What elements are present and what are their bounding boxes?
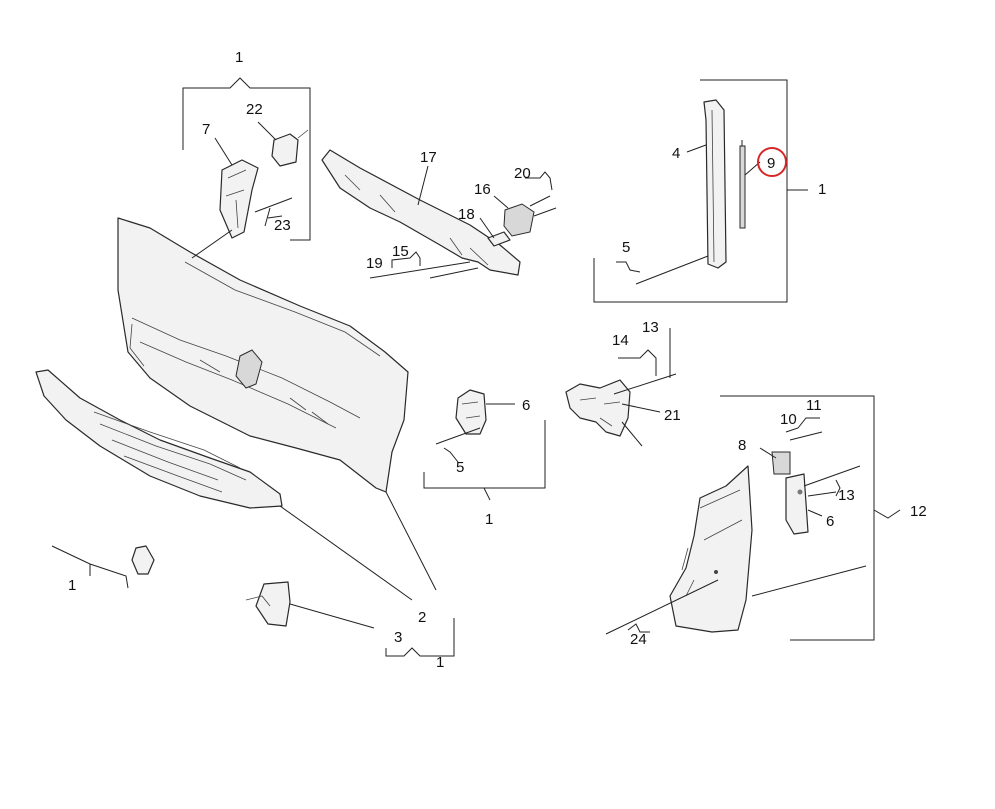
callout-15: 15	[392, 243, 409, 260]
callout-6-mid: 6	[522, 397, 530, 414]
callout-13-right: 13	[838, 487, 855, 504]
callout-11: 11	[806, 397, 822, 414]
callout-6-right: 6	[826, 513, 834, 530]
callout-7: 7	[202, 121, 210, 138]
corner-bracket-6-part	[785, 473, 809, 535]
callout-5-mid: 5	[456, 459, 464, 476]
side-strip-part	[703, 99, 727, 269]
callout-17: 17	[420, 149, 437, 166]
hinge-bracket-part	[219, 159, 259, 239]
callout-1-bottom-left: 1	[68, 577, 76, 594]
callout-1-top-right: 1	[818, 181, 826, 198]
clip-part	[503, 203, 535, 237]
callout-8: 8	[738, 437, 746, 454]
callout-24: 24	[630, 631, 647, 648]
callout-4: 4	[672, 145, 680, 162]
callout-18: 18	[458, 206, 475, 223]
emblem-part	[235, 349, 263, 389]
callout-22: 22	[246, 101, 263, 118]
callout-13-mid: 13	[642, 319, 659, 336]
group-side-strip	[593, 79, 808, 303]
callout-1-top-left: 1	[235, 49, 243, 66]
callout-23: 23	[274, 217, 291, 234]
gas-strut-part	[739, 145, 746, 229]
callout-9: 9	[767, 155, 775, 172]
callout-14: 14	[612, 332, 629, 349]
callout-16: 16	[474, 181, 491, 198]
clip-3-part	[255, 581, 291, 627]
callout-10: 10	[780, 411, 797, 428]
callout-21: 21	[664, 407, 681, 424]
latch-bracket-part	[455, 389, 487, 435]
group-corner-panel	[605, 395, 901, 641]
cross-beam-part	[321, 149, 521, 276]
group-latch-bracket	[423, 389, 546, 501]
group-main-panel	[117, 217, 409, 493]
plate-part	[271, 133, 299, 167]
callout-2: 2	[418, 609, 426, 626]
group-cross-beam	[321, 149, 557, 279]
tailgate-panel-part	[117, 217, 409, 493]
callout-12: 12	[910, 503, 927, 520]
small-clip-part	[131, 545, 155, 575]
grille-part	[35, 369, 283, 509]
plate-8-part	[771, 451, 791, 475]
callout-labels: 1 22 7 23 17 20 16 18 19 15 4 9 1 5 14 1…	[68, 49, 927, 671]
group-corner-bracket	[565, 328, 677, 447]
callout-5-top-right: 5	[622, 239, 630, 256]
callout-20: 20	[514, 165, 531, 182]
pad-part	[487, 231, 511, 247]
corner-panel-part	[669, 465, 753, 633]
callout-3: 3	[394, 629, 402, 646]
callout-1-mid: 1	[485, 511, 493, 528]
corner-bracket-part	[565, 379, 631, 437]
callout-1-bottom: 1	[436, 654, 444, 671]
group-grille	[35, 369, 455, 657]
group-hinge-bracket	[182, 77, 311, 241]
callout-19: 19	[366, 255, 383, 272]
highlight-circle	[757, 147, 787, 177]
